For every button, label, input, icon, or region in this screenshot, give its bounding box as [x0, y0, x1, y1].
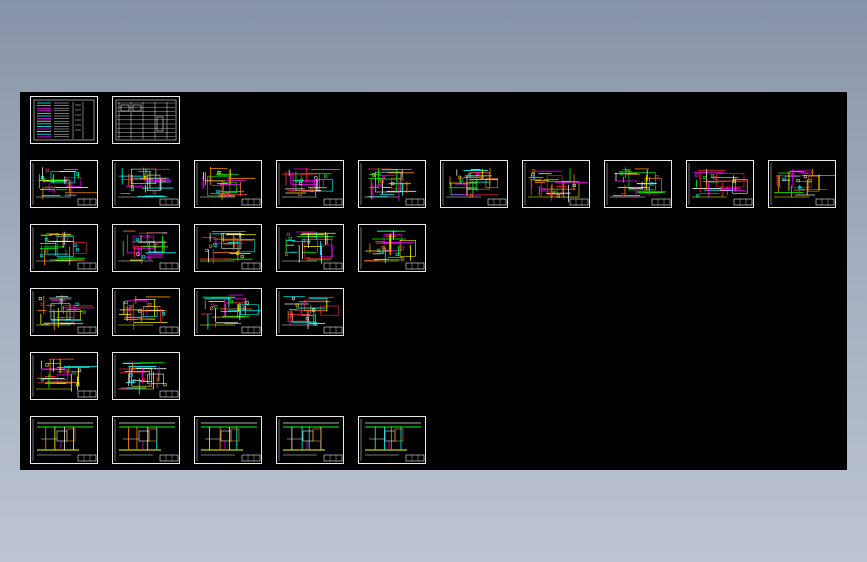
sheet-drawing: [770, 163, 835, 206]
sheet-drawing: [196, 227, 261, 270]
sheet-drawing: [278, 227, 343, 270]
sheet-drawing: [114, 291, 179, 334]
drawing-sheet-thumbnail[interactable]: [112, 160, 180, 208]
sheet-drawing: [278, 419, 343, 462]
drawing-sheet-thumbnail[interactable]: [112, 352, 180, 400]
drawing-canvas[interactable]: [20, 92, 847, 470]
drawing-sheet-thumbnail[interactable]: [112, 96, 180, 144]
sheet-drawing: [114, 419, 179, 462]
sheet-drawing: [606, 163, 671, 206]
drawing-sheet-thumbnail[interactable]: [358, 224, 426, 272]
sheet-drawing: [688, 163, 753, 206]
sheet-drawing: [278, 163, 343, 206]
drawing-sheet-thumbnail[interactable]: [358, 160, 426, 208]
sheet-drawing: [32, 163, 97, 206]
sheet-drawing: [196, 291, 261, 334]
sheet-drawing: [196, 419, 261, 462]
drawing-sheet-thumbnail[interactable]: [522, 160, 590, 208]
drawing-sheet-thumbnail[interactable]: [440, 160, 508, 208]
drawing-sheet-thumbnail[interactable]: [112, 288, 180, 336]
drawing-sheet-thumbnail[interactable]: [194, 160, 262, 208]
sheet-drawing: [360, 163, 425, 206]
sheet-drawing: [360, 227, 425, 270]
sheet-drawing: [32, 227, 97, 270]
drawing-sheet-thumbnail[interactable]: [276, 160, 344, 208]
drawing-sheet-thumbnail[interactable]: [30, 224, 98, 272]
drawing-sheet-thumbnail[interactable]: [768, 160, 836, 208]
sheet-drawing: [114, 227, 179, 270]
drawing-sheet-thumbnail[interactable]: [194, 288, 262, 336]
sheet-drawing: [524, 163, 589, 206]
drawing-sheet-thumbnail[interactable]: [276, 224, 344, 272]
drawing-sheet-thumbnail[interactable]: [358, 416, 426, 464]
drawing-sheet-thumbnail[interactable]: [30, 416, 98, 464]
sheet-drawing: [32, 291, 97, 334]
sheet-drawing: [115, 99, 177, 141]
drawing-sheet-thumbnail[interactable]: [30, 160, 98, 208]
drawing-sheet-thumbnail[interactable]: [30, 288, 98, 336]
drawing-sheet-thumbnail[interactable]: [30, 352, 98, 400]
sheet-drawing: [278, 291, 343, 334]
drawing-sheet-thumbnail[interactable]: [276, 416, 344, 464]
sheet-drawing: [33, 99, 95, 141]
sheet-drawing: [32, 419, 97, 462]
sheet-drawing: [442, 163, 507, 206]
drawing-sheet-thumbnail[interactable]: [112, 224, 180, 272]
sheet-drawing: [114, 355, 179, 398]
drawing-sheet-thumbnail[interactable]: [194, 416, 262, 464]
sheet-drawing: [114, 163, 179, 206]
drawing-sheet-thumbnail[interactable]: [194, 224, 262, 272]
sheet-drawing: [360, 419, 425, 462]
sheet-drawing: [32, 355, 97, 398]
drawing-sheet-thumbnail[interactable]: [604, 160, 672, 208]
drawing-sheet-thumbnail[interactable]: [112, 416, 180, 464]
drawing-sheet-thumbnail[interactable]: [686, 160, 754, 208]
drawing-sheet-thumbnail[interactable]: [276, 288, 344, 336]
sheet-drawing: [196, 163, 261, 206]
drawing-sheet-thumbnail[interactable]: [30, 96, 98, 144]
